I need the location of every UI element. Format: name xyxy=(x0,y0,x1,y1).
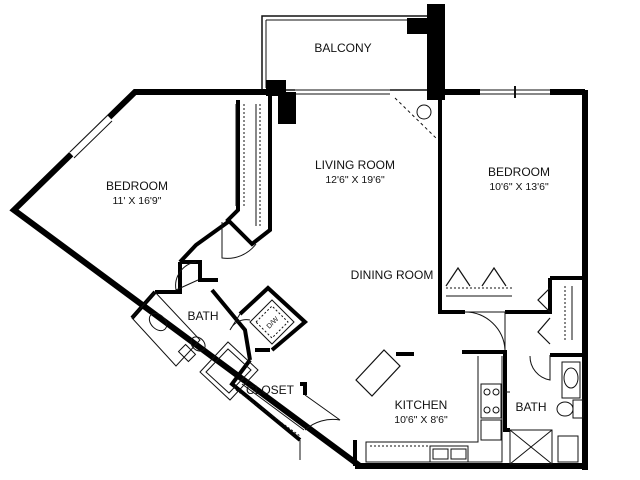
shower-icon xyxy=(509,429,553,465)
dishwasher-label: D/W xyxy=(266,315,281,330)
room-labels: BALCONY BEDROOM 11' X 16'9" LIVING ROOM … xyxy=(106,41,550,426)
door-swings xyxy=(175,222,551,460)
toilet-icon xyxy=(572,399,584,419)
balcony-label: BALCONY xyxy=(314,41,371,55)
bifold-doors xyxy=(445,266,551,345)
right-bath-fixtures xyxy=(505,361,584,465)
column xyxy=(278,92,296,124)
refrigerator-icon xyxy=(480,419,502,441)
left-bath-fixtures xyxy=(131,291,259,401)
kitchen-label: KITCHEN xyxy=(395,398,448,412)
balcony-door-swing xyxy=(394,97,437,139)
bath-left-label: BATH xyxy=(187,309,218,323)
exterior-walls xyxy=(9,89,588,470)
bedroom-left-label: BEDROOM xyxy=(106,179,168,193)
living-room-label: LIVING ROOM xyxy=(315,158,395,172)
balcony-column xyxy=(427,4,445,92)
bedroom-right-label: BEDROOM xyxy=(488,165,550,179)
living-room-size: 12'6" X 19'6" xyxy=(325,174,385,186)
kitchen-island xyxy=(355,349,414,397)
bedroom-left-size: 11' X 16'9" xyxy=(113,195,162,207)
bedroom-right-size: 10'6" X 13'6" xyxy=(489,181,549,193)
range-icon xyxy=(480,383,502,419)
sink-icon xyxy=(148,312,168,332)
bathtub-icon xyxy=(199,341,259,401)
dining-room-label: DINING ROOM xyxy=(351,268,434,282)
column xyxy=(427,88,445,100)
kitchen-fixtures xyxy=(365,356,503,463)
toilet-icon xyxy=(177,343,197,363)
bath-right-label: BATH xyxy=(515,400,546,414)
kitchen-size: 10'6" X 8'6" xyxy=(394,414,448,426)
kitchen-sink-icon xyxy=(429,445,469,463)
interior-walls xyxy=(130,96,585,466)
windows xyxy=(69,86,550,159)
sink-icon xyxy=(563,367,579,389)
closet-details xyxy=(235,104,573,437)
closet-label: CLOSET xyxy=(246,383,295,397)
